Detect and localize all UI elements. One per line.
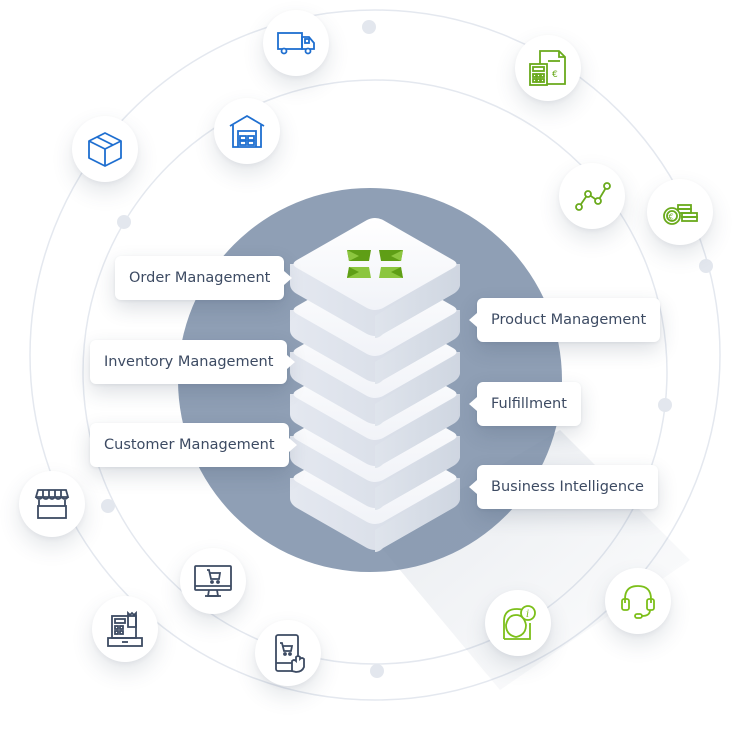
ring-dot xyxy=(658,398,672,412)
cash-register-icon xyxy=(107,610,143,647)
node-analytics xyxy=(559,163,625,229)
node-package xyxy=(72,116,138,182)
node-support xyxy=(605,568,671,634)
platform-logo-icon xyxy=(347,250,403,278)
label-fulfillment: Fulfillment xyxy=(469,382,581,426)
node-delivery xyxy=(263,10,329,76)
label-inventory-management: Inventory Management xyxy=(90,340,296,384)
ring-dot xyxy=(699,259,713,273)
svg-text:€: € xyxy=(669,213,674,222)
package-box-icon xyxy=(88,132,122,167)
ring-dot xyxy=(370,664,384,678)
customer-info-icon: i xyxy=(503,605,536,640)
node-webshop xyxy=(180,548,246,614)
ring-dot xyxy=(117,215,131,229)
node-pos xyxy=(92,596,158,662)
label-business-intelligence: Business Intelligence xyxy=(469,465,658,509)
svg-text:i: i xyxy=(526,609,529,620)
node-finance: € xyxy=(647,179,713,245)
delivery-truck-icon xyxy=(277,32,315,55)
desktop-cart-icon xyxy=(194,565,232,597)
node-accounting: € xyxy=(515,35,581,101)
headset-support-icon xyxy=(621,585,655,619)
accounting-calculator-invoice-icon: € xyxy=(529,50,566,86)
storefront-icon xyxy=(34,489,70,519)
ring-dot xyxy=(101,499,115,513)
warehouse-icon xyxy=(229,114,265,148)
label-order-management: Order Management xyxy=(115,256,293,300)
line-chart-icon xyxy=(575,182,611,211)
node-store xyxy=(19,471,85,537)
label-customer-management: Customer Management xyxy=(90,423,297,467)
ring-dot xyxy=(362,20,376,34)
mobile-cart-icon xyxy=(275,634,305,673)
node-warehouse xyxy=(214,98,280,164)
euro-coins-icon: € xyxy=(663,204,698,225)
svg-text:€: € xyxy=(552,70,558,80)
node-mobile-shop xyxy=(255,620,321,686)
node-customer-service: i xyxy=(485,590,551,656)
label-product-management: Product Management xyxy=(468,298,661,342)
